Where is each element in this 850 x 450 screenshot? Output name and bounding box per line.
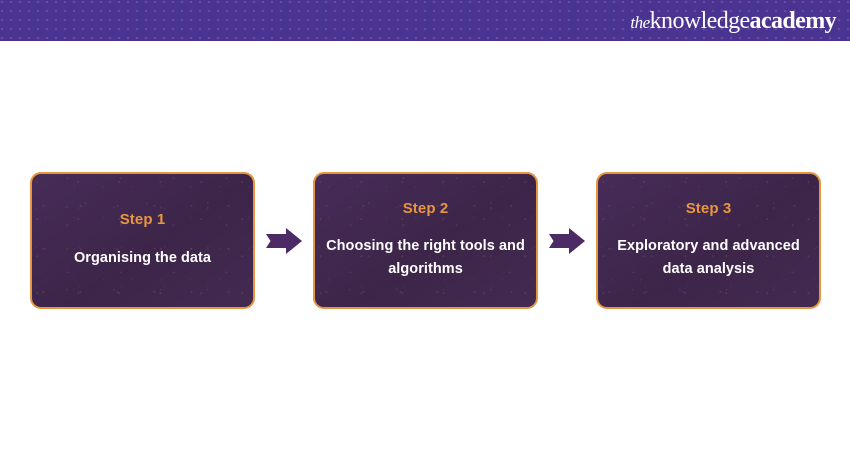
step-box-2[interactable]: Step 2 Choosing the right tools and algo… (313, 172, 538, 309)
right-arrow-icon (548, 227, 586, 255)
header-band: theknowledgeacademy (0, 0, 850, 41)
step-box-1[interactable]: Step 1 Organising the data (30, 172, 255, 309)
step-3-text: Exploratory and advanced data analysis (617, 238, 800, 277)
step-2-text: Choosing the right tools and algorithms (326, 238, 525, 277)
step-box-3[interactable]: Step 3 Exploratory and advanced data ana… (596, 172, 821, 309)
step-1-text: Organising the data (73, 249, 212, 266)
three-step-process-diagram: Step 1 Organising the data Step 2 Choosi… (0, 172, 850, 309)
right-arrow-icon (265, 227, 303, 255)
the-knowledge-academy-logo[interactable]: theknowledgeacademy (630, 9, 836, 33)
connector-arrow-2 (538, 227, 596, 255)
step-1-label: Step 1 (119, 211, 166, 229)
step-2-label: Step 2 (402, 199, 449, 217)
logo-word-academy: academy (749, 7, 837, 34)
logo-word-the: the (630, 12, 650, 32)
step-3-label: Step 3 (685, 199, 732, 217)
connector-arrow-1 (255, 227, 313, 255)
logo-word-knowledge: knowledge (649, 7, 751, 34)
